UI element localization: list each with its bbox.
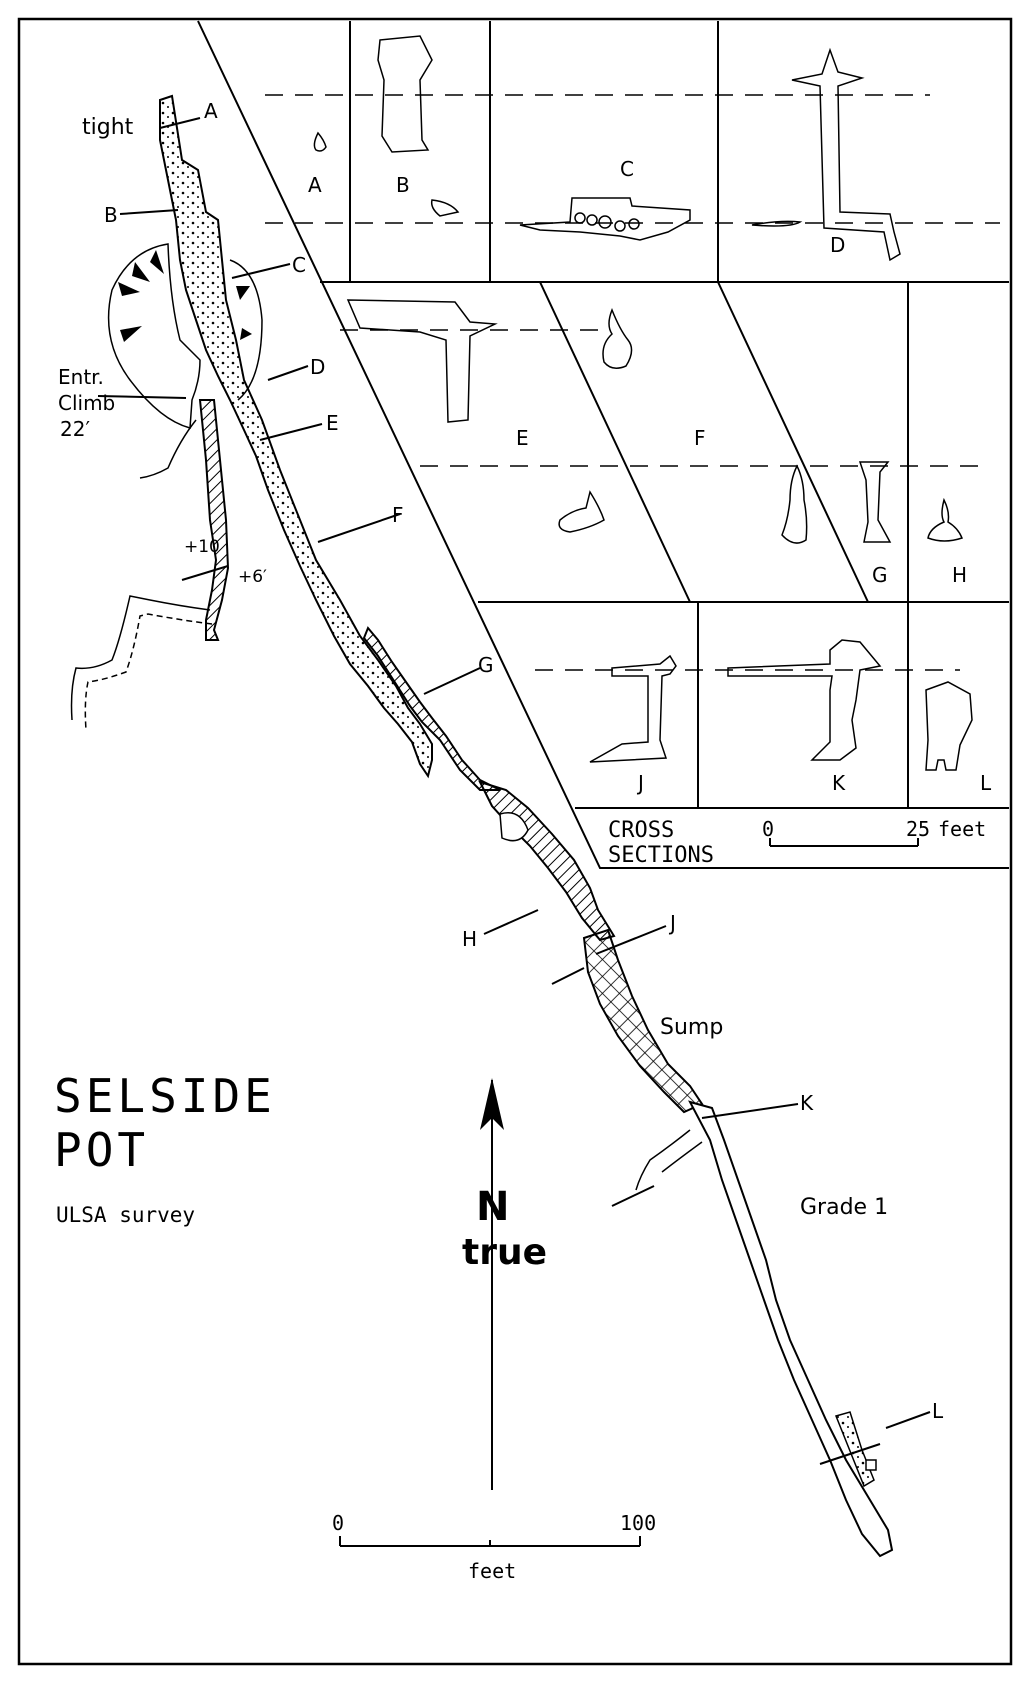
section-letter-c: C	[620, 157, 634, 181]
section-d-shape	[791, 47, 901, 262]
plan-letter-l: L	[932, 1399, 944, 1423]
label-entr-2: Climb	[58, 391, 115, 415]
section-letter-k: K	[832, 771, 846, 795]
label-plus10: +10	[184, 537, 220, 557]
north-arrow: N true	[462, 1078, 547, 1490]
entrance-shakehole	[107, 243, 201, 429]
section-letter-h: H	[952, 563, 967, 587]
cross-sections-panel: A B C D E F G H J K L CROSS SECTIONS 0 2…	[197, 20, 1009, 869]
north-letter: N	[476, 1184, 509, 1230]
north-word: true	[462, 1232, 547, 1273]
main-scale-end: 100	[620, 1511, 656, 1535]
section-f-shape	[602, 307, 633, 369]
section-k-shape	[727, 639, 882, 761]
map-subtitle: ULSA survey	[56, 1203, 195, 1227]
section-letter-a: A	[308, 173, 322, 197]
cross-sections-label-2: SECTIONS	[608, 843, 714, 868]
section-l-shape	[925, 681, 973, 771]
label-entr-1: Entr.	[58, 365, 104, 389]
hatched-passage-h	[478, 780, 616, 942]
plan-letter-b: B	[104, 203, 118, 227]
plan-letter-d: D	[310, 355, 325, 379]
section-letter-f: F	[694, 426, 706, 450]
station-ticks	[119, 117, 931, 1465]
section-a-shape	[313, 131, 327, 152]
section-letter-l: L	[980, 771, 992, 795]
dotted-end-section	[834, 1411, 875, 1488]
shakehole-hachures	[118, 250, 252, 342]
main-scale-unit: feet	[468, 1559, 516, 1583]
sump-passage	[582, 928, 704, 1114]
main-scale-zero: 0	[332, 1511, 344, 1535]
section-letter-g: G	[872, 563, 888, 587]
map-title-line1: SELSIDE	[54, 1069, 276, 1123]
plan-letter-j: J	[668, 911, 676, 935]
plan-letter-g: G	[478, 653, 494, 677]
map-frame	[17, 17, 1013, 1666]
hatched-passage-g	[362, 626, 501, 791]
downstream-passage	[688, 1100, 894, 1558]
label-tight: tight	[82, 115, 134, 140]
xs-scale-end: 25	[906, 817, 930, 841]
cross-sections-label-1: CROSS	[608, 818, 674, 843]
section-letter-b: B	[396, 173, 410, 197]
section-b-shape	[377, 35, 433, 153]
xs-scale-zero: 0	[762, 817, 774, 841]
cross-section-scale-bar: 0 25 feet	[762, 817, 986, 847]
label-sump: Sump	[660, 1015, 723, 1040]
section-letter-j: J	[636, 771, 644, 795]
xs-scale-unit: feet	[938, 817, 986, 841]
main-scale-bar: 0 100 feet	[332, 1511, 656, 1583]
main-passage	[159, 94, 433, 779]
plan-letter-k: K	[800, 1091, 814, 1115]
section-e-shape	[346, 299, 498, 423]
plan-letter-e: E	[326, 411, 339, 435]
section-c-shape	[519, 197, 691, 241]
plan-letter-c: C	[292, 253, 306, 277]
map-title-line2: POT	[54, 1123, 149, 1177]
section-h-shape	[927, 497, 963, 542]
plan-letter-f: F	[392, 503, 404, 527]
side-passage	[198, 399, 230, 641]
section-g-shape	[858, 461, 892, 543]
section-letter-d: D	[830, 233, 845, 257]
cave-plan: A B C D E F G H J K L tight Entr. Climb …	[58, 94, 944, 1558]
label-entr-3: 22′	[60, 417, 90, 441]
plan-letter-h: H	[462, 927, 477, 951]
label-grade: Grade 1	[800, 1195, 888, 1220]
section-letter-e: E	[516, 426, 529, 450]
section-j-shape	[589, 654, 677, 763]
label-plus6: +6′	[238, 567, 267, 587]
plan-letter-a: A	[204, 99, 218, 123]
